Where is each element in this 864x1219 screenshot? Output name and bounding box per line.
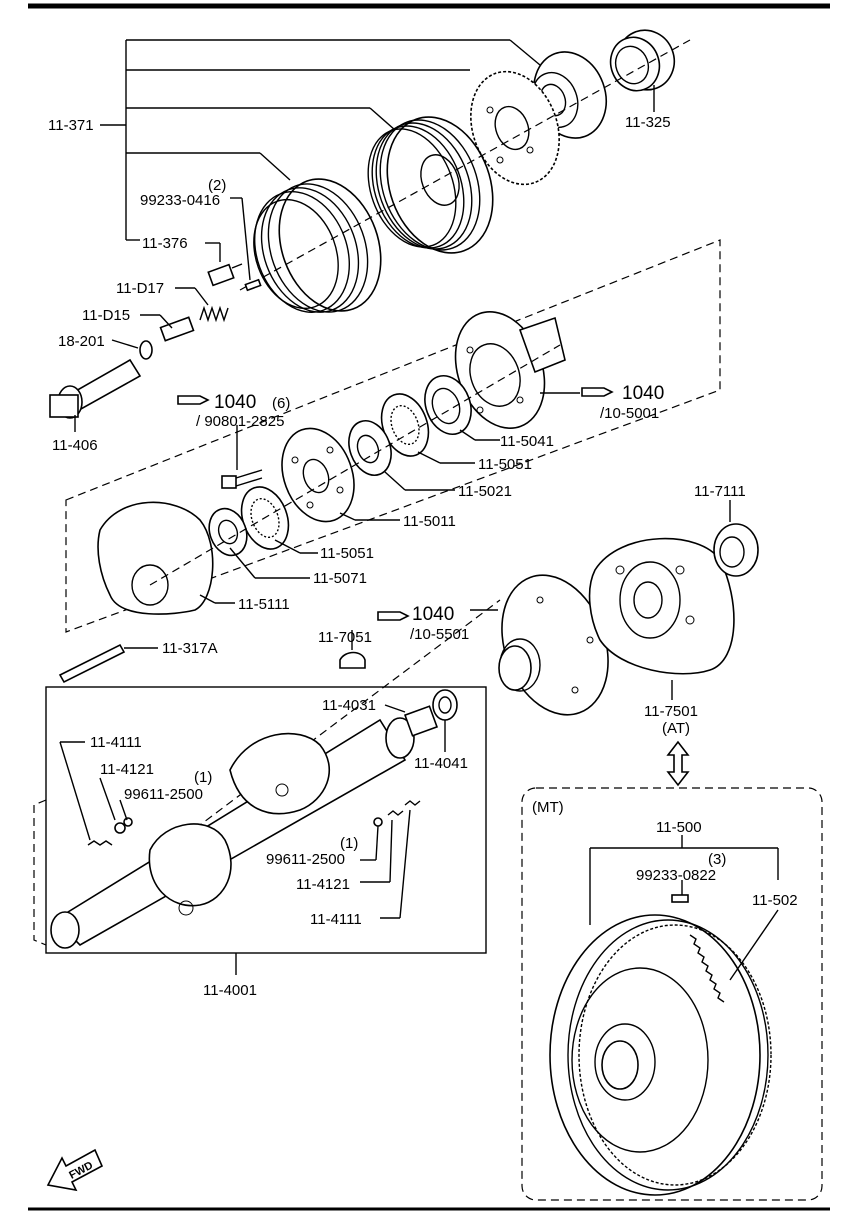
crankshaft-dashed-extension <box>33 799 47 946</box>
needle-bearing-upper-part <box>380 393 430 457</box>
torque-converter-plate-part <box>498 574 609 716</box>
hand-pointer-icon <box>177 395 210 405</box>
label-11-4111-b: 11-4111 <box>310 911 362 928</box>
plug-spring-right-part <box>373 800 421 827</box>
woodruff-key-part <box>339 651 366 669</box>
shaft-bolt-part <box>49 358 142 419</box>
label-11-5041: 11-5041 <box>500 433 554 450</box>
label-11-317A: 11-317A <box>162 640 218 657</box>
key-part <box>58 643 126 684</box>
label-11-7111: 11-7111 <box>694 483 746 500</box>
label-11-4121-a: 11-4121 <box>100 761 154 778</box>
label-qty-2: (2) <box>208 177 226 194</box>
drive-flange-part <box>454 311 566 429</box>
flywheel-part <box>549 914 772 1196</box>
seal-ring-part <box>609 29 676 92</box>
leader-lines-lower <box>59 704 446 975</box>
plug-spring-left-part <box>87 817 133 846</box>
forward-arrow-icon: FWD <box>46 1148 104 1192</box>
label-11-406: 11-406 <box>52 437 98 454</box>
label-11-376: 11-376 <box>142 235 188 252</box>
flywheel-pin-part <box>671 894 689 903</box>
label-99611-2500-a: 99611-2500 <box>124 786 203 803</box>
label-11-502: 11-502 <box>752 892 798 909</box>
label-11-5111: 11-5111 <box>238 596 290 613</box>
label-qty-3: (3) <box>708 851 726 868</box>
leader-lines-mt <box>589 835 779 981</box>
counterweight-part <box>97 501 214 615</box>
label-11-D15: 11-D15 <box>82 307 130 324</box>
drive-plate-part <box>588 537 735 675</box>
label-11-325: 11-325 <box>625 114 671 131</box>
sensor-plate-part <box>470 70 560 186</box>
pulley-pin-part <box>244 278 262 292</box>
label-99611-2500-b: 99611-2500 <box>266 851 345 868</box>
label-11-4001: 11-4001 <box>203 982 257 999</box>
spacer-washer-part <box>208 507 248 557</box>
o-ring-part <box>139 340 153 360</box>
bushing-part <box>348 420 392 476</box>
damper-plate-part <box>281 427 355 523</box>
seal-part <box>432 689 458 721</box>
label-11-7501: 11-7501 <box>644 703 698 720</box>
crankshaft-assembly-box <box>45 686 487 954</box>
label-90801-2825: / 90801-2825 <box>196 413 284 430</box>
label-1040-a: 1040 <box>214 392 256 413</box>
label-11-371: 11-371 <box>48 117 94 134</box>
label-10-5001: /10-5001 <box>600 405 659 422</box>
label-qty-1-b: (1) <box>340 835 358 852</box>
axis-line-top <box>239 39 691 291</box>
thrust-washer-part <box>424 375 472 435</box>
label-1040-b: 1040 <box>622 383 664 404</box>
crank-pulley-rear-part <box>367 116 494 254</box>
pulley-bolt-part <box>207 263 243 287</box>
label-10-5501: /10-5501 <box>410 626 469 643</box>
leader-lines-top <box>74 39 655 432</box>
ring-gear-part <box>689 934 725 1003</box>
double-arrow-icon <box>666 740 690 787</box>
label-99233-0416: 99233-0416 <box>140 192 220 209</box>
label-qty-6: (6) <box>272 395 290 412</box>
label-AT: (AT) <box>662 720 690 737</box>
leader-lines-middle <box>199 392 580 604</box>
leader-lines-right <box>470 500 731 700</box>
label-11-7051: 11-7051 <box>318 629 372 646</box>
eccentric-shaft-part <box>50 717 415 949</box>
label-11-4031: 11-4031 <box>322 697 376 714</box>
label-qty-1-a: (1) <box>194 769 212 786</box>
label-11-5051-b: 11-5051 <box>320 545 374 562</box>
label-11-5051-a: 11-5051 <box>478 456 532 473</box>
label-11-5011: 11-5011 <box>403 513 456 530</box>
crank-pulley-front-part <box>253 178 382 313</box>
label-99233-0822: 99233-0822 <box>636 867 716 884</box>
label-11-4041: 11-4041 <box>414 755 468 772</box>
flange-bolt-part <box>221 469 263 489</box>
lock-nut-part <box>713 523 759 577</box>
manual-transmission-box <box>521 787 823 1201</box>
label-MT: (MT) <box>532 799 564 816</box>
label-11-4111-a: 11-4111 <box>90 734 142 751</box>
hand-pointer-icon <box>581 387 614 397</box>
label-11-500: 11-500 <box>656 819 702 836</box>
label-11-5021: 11-5021 <box>458 483 512 500</box>
label-18-201: 18-201 <box>58 333 105 350</box>
spring-part <box>199 305 229 323</box>
hand-pointer-icon <box>377 611 410 621</box>
pilot-bearing-part <box>403 705 439 737</box>
axis-line-middle <box>149 344 561 586</box>
label-11-D17: 11-D17 <box>116 280 164 297</box>
label-11-5071: 11-5071 <box>313 570 367 587</box>
label-11-4121-b: 11-4121 <box>296 876 350 893</box>
plunger-part <box>159 316 195 342</box>
label-1040-c: 1040 <box>412 604 454 625</box>
